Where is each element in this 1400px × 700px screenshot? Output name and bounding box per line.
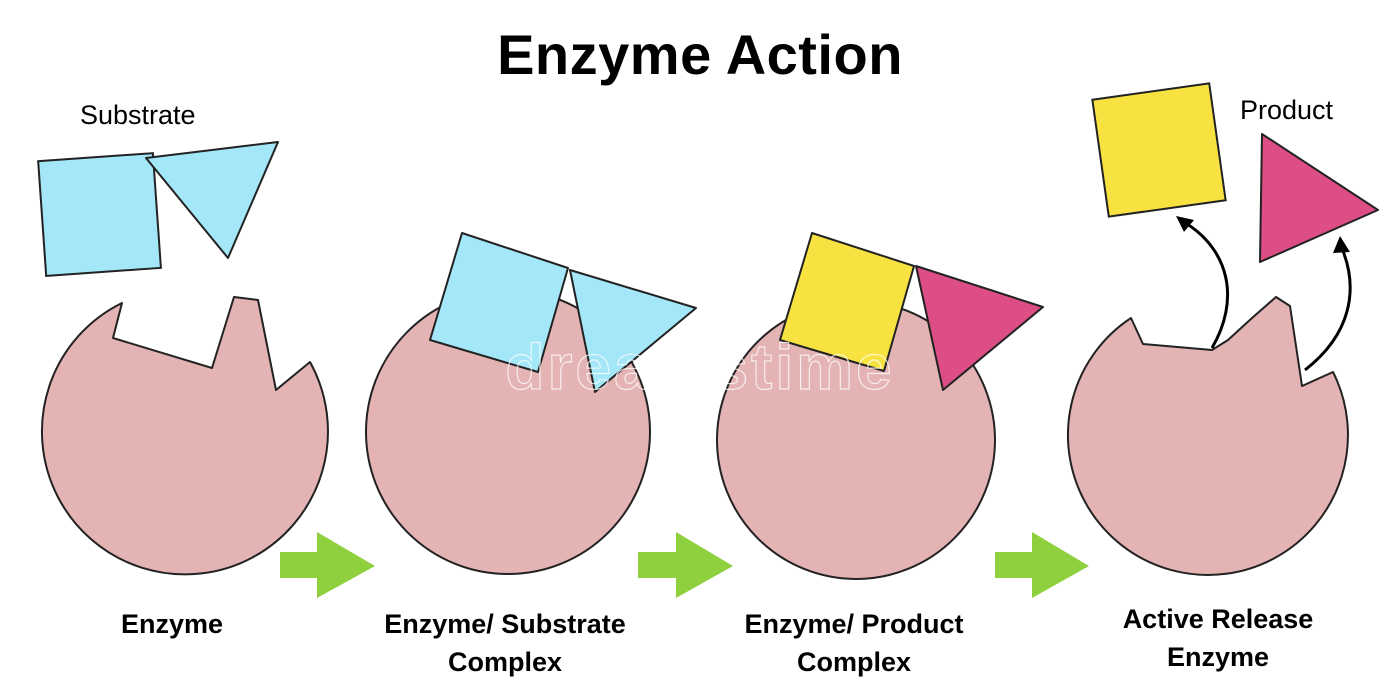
stage-label-enzyme-product-complex: Enzyme/ Product Complex [694, 605, 1014, 681]
substrate-label: Substrate [80, 100, 196, 130]
product-triangle-4 [1259, 133, 1379, 263]
product-square-4 [1091, 82, 1227, 218]
stage-label-line1: Enzyme/ Product [744, 609, 964, 639]
stage-1-enzyme [37, 141, 329, 576]
product-label: Product [1240, 95, 1334, 125]
substrate-triangle-2 [569, 269, 697, 393]
release-arrowhead-2 [1333, 236, 1350, 253]
product-square-3 [779, 232, 915, 372]
substrate-triangle-1 [145, 141, 279, 259]
stage-label-line2: Complex [447, 647, 563, 677]
stage-3-enzyme-product-complex [716, 232, 1044, 580]
stage-label-line1: Enzyme [120, 609, 224, 639]
substrate-square-1 [37, 152, 162, 277]
stage-label-line2: Enzyme [1166, 642, 1270, 672]
page-title: Enzyme Action [497, 23, 903, 86]
stage-label-active-release-enzyme: Active Release Enzyme [1058, 600, 1378, 676]
enzyme-4 [1066, 296, 1349, 576]
stage-label-line2: Complex [796, 647, 912, 677]
flow-arrow-2 [638, 532, 733, 598]
stage-label-enzyme-substrate-complex: Enzyme/ Substrate Complex [345, 605, 665, 681]
flow-arrow-1 [280, 532, 375, 598]
enzyme-1 [40, 296, 329, 576]
stage-label-line1: Enzyme/ Substrate [384, 609, 626, 639]
release-arrow-1 [1183, 220, 1230, 349]
stage-label-line1: Active Release [1122, 604, 1314, 634]
substrate-square-2 [429, 232, 569, 373]
stage-4-active-release-enzyme [1066, 82, 1379, 576]
release-arrowhead-1 [1176, 216, 1194, 232]
flow-arrow-3 [995, 532, 1089, 598]
release-arrow-2 [1304, 245, 1352, 372]
stage-2-enzyme-substrate-complex [365, 232, 697, 575]
stage-label-enzyme: Enzyme [12, 605, 332, 643]
product-triangle-3 [915, 265, 1044, 391]
